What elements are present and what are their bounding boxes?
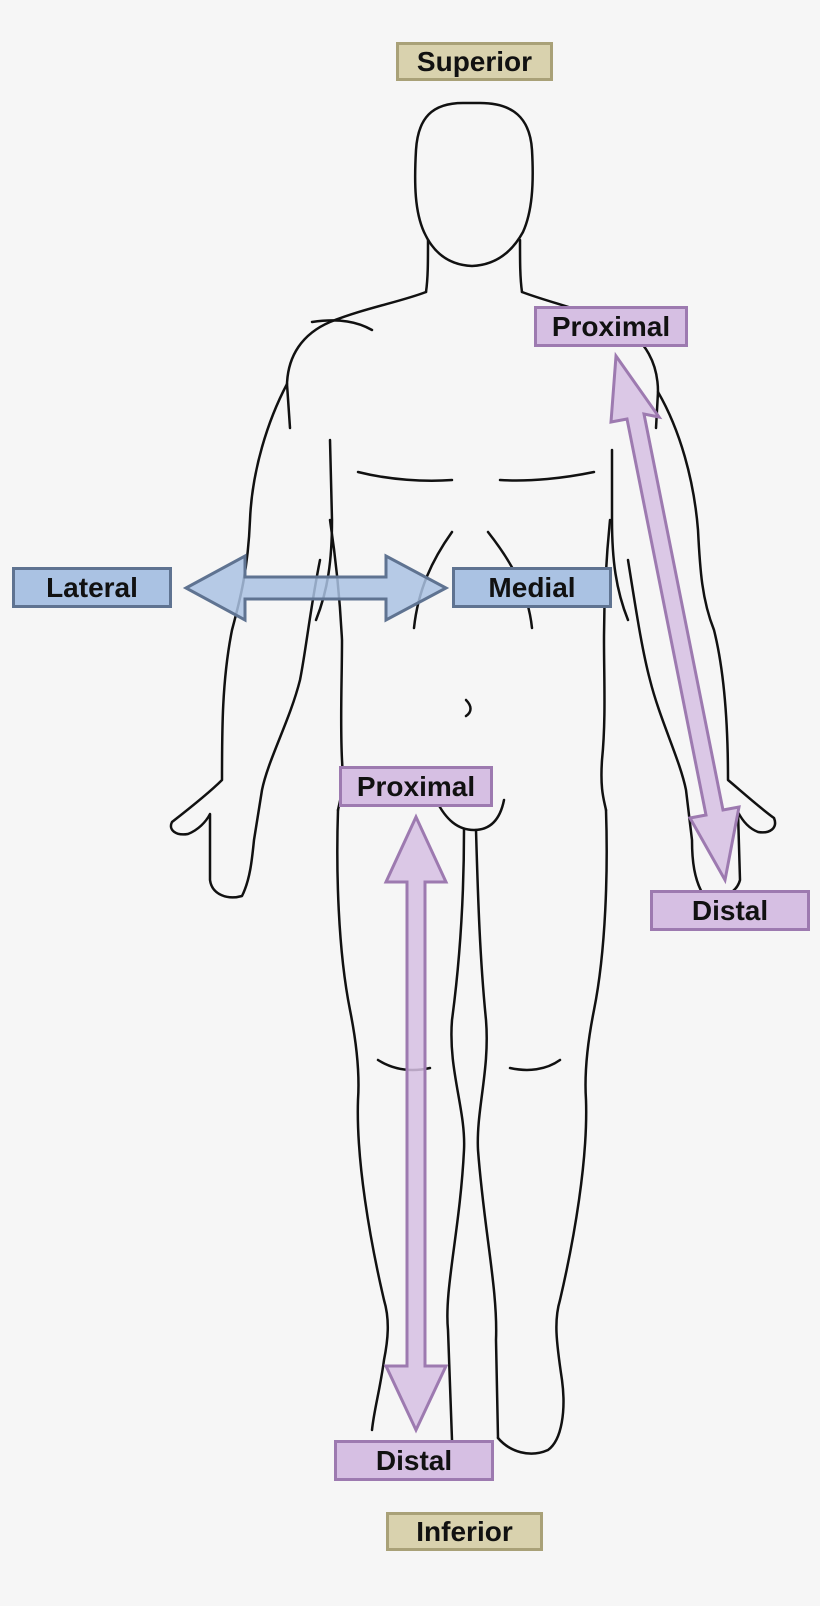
right-arm-inner: [610, 448, 630, 622]
pec-right: [498, 470, 596, 482]
superior-label: Superior: [396, 42, 553, 81]
knee-right: [508, 1058, 562, 1072]
neck-right: [518, 238, 524, 294]
left-leg-inner: [446, 828, 466, 1442]
medial-label: Medial: [452, 567, 612, 608]
left-arm-outer: [169, 382, 322, 899]
right-leg-outer: [496, 808, 608, 1455]
distal-leg-label: Distal: [334, 1440, 494, 1481]
arm-proximal-distal-arrow: [609, 351, 741, 885]
shoulder-left: [285, 290, 428, 430]
navel: [464, 698, 472, 718]
leg-proximal-distal-arrow: [383, 813, 449, 1434]
torso-right: [600, 518, 612, 812]
groin: [434, 798, 506, 832]
distal-arm-label: Distal: [650, 890, 810, 931]
proximal-arm-label: Proximal: [534, 306, 688, 347]
right-leg-inner: [474, 828, 500, 1440]
left-arm-inner: [314, 438, 334, 622]
head-outline: [413, 101, 534, 268]
neck-left: [424, 238, 430, 294]
lateral-medial-arrow: [182, 553, 450, 623]
deltoid-left: [310, 319, 374, 332]
pec-left: [356, 470, 454, 482]
left-leg-outer: [336, 808, 389, 1432]
inferior-label: Inferior: [386, 1512, 543, 1551]
proximal-leg-label: Proximal: [339, 766, 493, 807]
lateral-label: Lateral: [12, 567, 172, 608]
right-arm-outer: [626, 390, 777, 899]
